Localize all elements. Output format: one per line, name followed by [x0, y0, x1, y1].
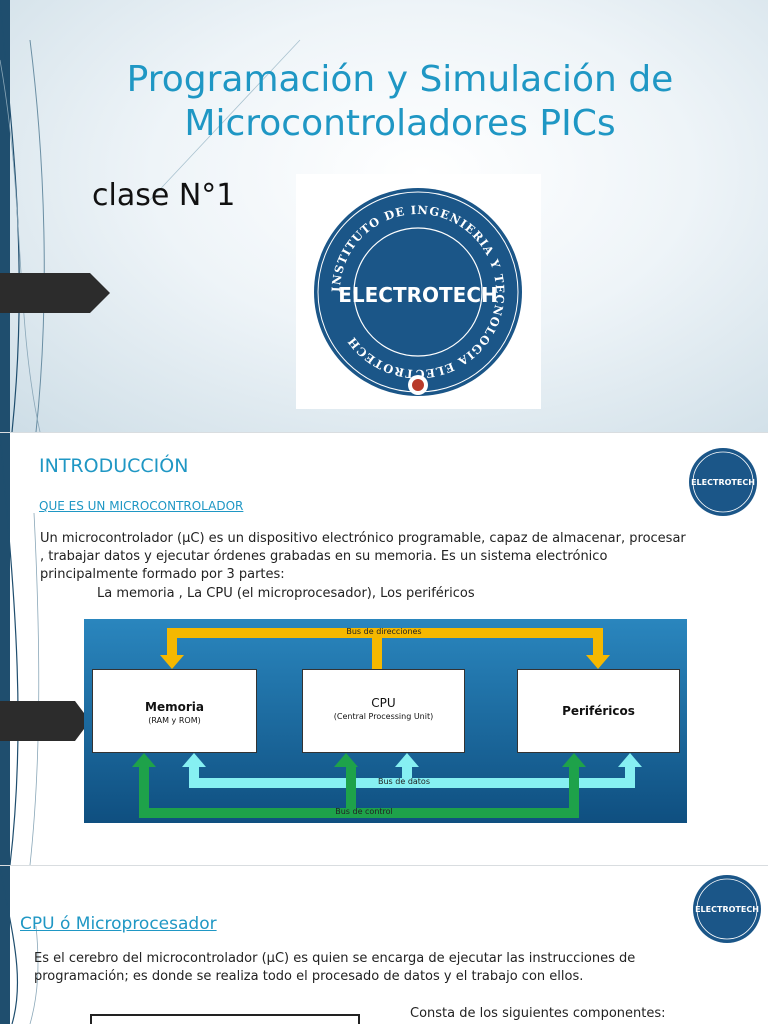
memoria-title: Memoria — [145, 700, 204, 714]
slide-cpu: CPU ó Microprocesador Es el cerebro del … — [0, 866, 768, 1024]
cpu-components-box — [90, 1014, 360, 1024]
slide-introduction: INTRODUCCIÓN QUE ES UN MICROCONTROLADOR … — [0, 433, 768, 865]
electrotech-logo-small: ELECTROTECH — [689, 448, 757, 516]
bus-direcciones-label: Bus de direcciones — [346, 627, 422, 636]
cpu-box: CPU (Central Processing Unit) — [302, 669, 465, 753]
cpu-paragraph: Es el cerebro del microcontrolador (µC) … — [34, 951, 636, 984]
slide-divider — [0, 432, 768, 433]
title-line-1: Programación y Simulación de — [126, 59, 674, 100]
bus-datos-label: Bus de datos — [378, 777, 430, 786]
perifericos-box: Periféricos — [517, 669, 680, 753]
components-intro: Consta de los siguientes componentes: — [410, 1006, 666, 1021]
bus-control-label: Bus de control — [335, 807, 393, 816]
slide-decoration — [0, 866, 39, 1024]
section-subtitle-link[interactable]: QUE ES UN MICROCONTROLADOR — [39, 499, 244, 513]
parts-list: La memoria , La CPU (el microprocesador)… — [97, 586, 475, 601]
memoria-box: Memoria (RAM y ROM) — [92, 669, 257, 753]
logo-name: ELECTROTECH — [691, 478, 755, 487]
perifericos-title: Periféricos — [562, 704, 635, 718]
electrotech-logo: INSTITUTO DE INGENIERIA Y TECNOLOGIA ELE… — [296, 174, 541, 409]
section-title: INTRODUCCIÓN — [39, 455, 189, 477]
logo-name: ELECTROTECH — [338, 283, 498, 307]
slide-divider — [0, 865, 768, 866]
presentation-title: Programación y Simulación de Microcontro… — [60, 58, 740, 146]
class-number: clase N°1 — [92, 178, 236, 213]
cpu-section-title[interactable]: CPU ó Microprocesador — [20, 914, 217, 934]
logo-name: ELECTROTECH — [695, 905, 759, 914]
microcontroller-diagram: Bus de direcciones Bus de datos Bus de c… — [84, 619, 687, 823]
intro-paragraph: Un microcontrolador (µC) es un dispositi… — [40, 531, 686, 582]
logo-seal: INSTITUTO DE INGENIERIA Y TECNOLOGIA ELE… — [314, 188, 522, 396]
cpu-title: CPU — [371, 696, 396, 710]
cpu-subtitle: (Central Processing Unit) — [333, 712, 434, 721]
electrotech-logo-small: ELECTROTECH — [693, 875, 761, 943]
title-line-2: Microcontroladores PICs — [184, 103, 616, 144]
slide-title: Programación y Simulación de Microcontro… — [0, 0, 768, 432]
memoria-subtitle: (RAM y ROM) — [148, 716, 201, 725]
